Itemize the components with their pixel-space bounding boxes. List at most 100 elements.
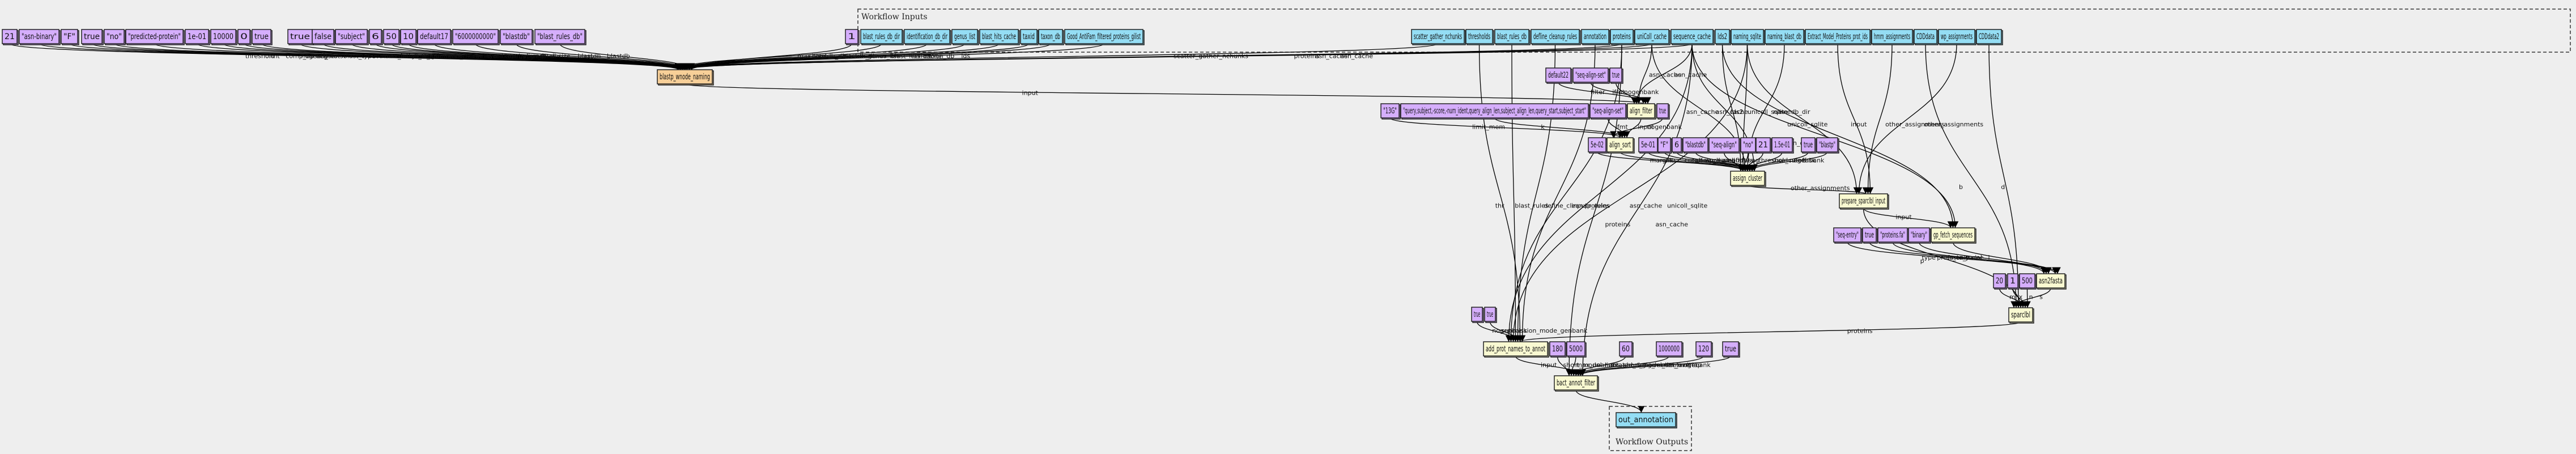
param-node-p_seqalignset2[interactable]: "seq-align-set" <box>1589 103 1627 120</box>
param-node-p_seqalign[interactable]: "seq-align" <box>1708 137 1741 154</box>
param-node-p_true5[interactable]: true <box>1656 103 1670 120</box>
param-node-p_predprot[interactable]: "predicted-protein" <box>125 29 185 45</box>
io-node-in_lds2[interactable]: lds2 <box>1715 29 1731 45</box>
param-node-p_21a[interactable]: 21 <box>2 29 19 45</box>
param-node-p_1e01[interactable]: 1e-01 <box>185 29 210 45</box>
step-node-s_blastp[interactable]: blastp_wnode_naming <box>657 69 714 86</box>
param-node-p_1[interactable]: 1 <box>845 29 860 45</box>
io-node-in_thresholds[interactable]: thresholds <box>1465 29 1494 45</box>
param-node-p_true6[interactable]: true <box>1801 137 1817 154</box>
io-node-out_annotation[interactable]: out_annotation <box>1616 412 1677 428</box>
param-node-p_default17[interactable]: default17 <box>417 29 452 45</box>
param-node-p_120[interactable]: 120 <box>1695 341 1713 358</box>
edge-label: asn_cache <box>1630 202 1663 209</box>
step-node-s_bactfilter[interactable]: bact_annot_filter <box>1554 375 1599 392</box>
io-node-in_blast_rules_db[interactable]: blast_rules_db <box>1494 29 1531 45</box>
param-node-p_5000[interactable]: 5000 <box>1566 341 1587 358</box>
param-node-p_blastdb1[interactable]: "blastdb" <box>500 29 534 45</box>
workflow-outputs-title: Workflow Outputs <box>1616 438 1688 447</box>
param-node-p_sortkeys[interactable]: "query,subject,-score,-num_ident,query_a… <box>1400 103 1590 120</box>
step-node-s_sparclbl[interactable]: sparclbl <box>2008 307 2034 324</box>
param-node-p_binary[interactable]: "binary" <box>1908 227 1931 244</box>
param-node-p_20[interactable]: 20 <box>1993 273 2007 290</box>
edge-label: blast_hits_cache <box>891 52 942 60</box>
step-node-s_align_filter[interactable]: align_filter <box>1627 103 1656 120</box>
param-node-p_6a[interactable]: 6 <box>369 29 383 45</box>
node-box <box>1682 137 1708 152</box>
param-node-p_180[interactable]: 180 <box>1549 341 1567 358</box>
param-node-p_1000000[interactable]: 1000000 <box>1656 341 1684 358</box>
step-node-s_asn2fasta[interactable]: asn2fasta <box>2036 273 2067 290</box>
param-node-p_asnbin[interactable]: "asn-binary" <box>19 29 61 45</box>
param-node-p_15e01[interactable]: 1.5e-01 <box>1771 137 1794 154</box>
param-node-p_blastdb2[interactable]: "blastdb" <box>1682 137 1710 154</box>
param-node-p_seqentry[interactable]: "seq-entry" <box>1833 227 1863 244</box>
io-node-in_hmm[interactable]: hmm_assignments <box>1871 29 1914 45</box>
param-node-p_5e02[interactable]: 5e-02 <box>1588 137 1608 154</box>
param-node-p_no2[interactable]: "no" <box>1740 137 1757 154</box>
io-node-in_extract[interactable]: Extract_Model_Proteins_prot_ids <box>1805 29 1872 45</box>
io-node-in_identification_db_dir[interactable]: identification_db_dir <box>904 29 951 45</box>
param-node-p_blastp[interactable]: "blastp" <box>1816 137 1839 154</box>
edge-label: unicoll_sqlite <box>1667 202 1708 209</box>
node-label: "13G" <box>1383 107 1397 116</box>
param-node-p_true2[interactable]: true <box>252 29 273 45</box>
node-label: true <box>290 32 310 41</box>
param-node-p_10[interactable]: 10 <box>400 29 418 45</box>
step-node-s_gpfetch[interactable]: gp_fetch_sequences <box>1931 227 1976 244</box>
io-node-in_blast_rules_db_dir[interactable]: blast_rules_db_dir <box>860 29 904 45</box>
io-node-in_naming_blast_db[interactable]: naming_blast_db <box>1765 29 1805 45</box>
param-node-p_true3[interactable]: true <box>287 29 314 45</box>
io-node-in_taxid[interactable]: taxid <box>1020 29 1039 45</box>
node-box <box>1038 29 1063 44</box>
param-node-p_1b[interactable]: 1 <box>2007 273 2020 290</box>
node-box <box>1730 171 1765 186</box>
param-node-p_F2[interactable]: "F" <box>1657 137 1672 154</box>
io-node-in_proteins[interactable]: proteins <box>1610 29 1635 45</box>
param-node-p_protfa[interactable]: "proteins.fa" <box>1877 227 1909 244</box>
param-node-p_0[interactable]: 0 <box>237 29 252 45</box>
param-node-p_false[interactable]: false <box>312 29 335 45</box>
io-node-in_cdd2[interactable]: CDDdata2 <box>1976 29 2003 45</box>
param-node-p_5e01[interactable]: 5e-01 <box>1638 137 1659 154</box>
io-node-in_naming_sqlite[interactable]: naming_sqlite <box>1731 29 1765 45</box>
param-node-p_true1[interactable]: true <box>81 29 104 45</box>
io-node-in_unicoll[interactable]: uniColl_cache <box>1634 29 1670 45</box>
node-label: "no" <box>107 32 122 41</box>
step-node-s_assign_cluster[interactable]: assign_cluster <box>1730 171 1766 187</box>
param-node-p_50[interactable]: 50 <box>383 29 401 45</box>
param-node-p_13G[interactable]: "13G" <box>1380 103 1401 120</box>
param-node-p_6b[interactable]: 6 <box>1672 137 1683 154</box>
io-node-in_wp[interactable]: wp_assignments <box>1938 29 1976 45</box>
param-node-p_true4[interactable]: true <box>1609 67 1623 84</box>
param-node-p_true7[interactable]: true <box>1862 227 1878 244</box>
step-node-s_align_sort[interactable]: align_sort <box>1606 137 1635 154</box>
io-node-in_defline[interactable]: defline_cleanup_rules <box>1531 29 1581 45</box>
param-node-p_no1[interactable]: "no" <box>104 29 126 45</box>
param-node-p_true10[interactable]: true <box>1722 341 1740 358</box>
param-node-p_subject[interactable]: "subject" <box>335 29 369 45</box>
io-node-in_blast_hits_cache[interactable]: blast_hits_cache <box>979 29 1020 45</box>
param-node-p_21b[interactable]: 21 <box>1755 137 1772 154</box>
param-node-p_true8[interactable]: true <box>1471 307 1484 323</box>
param-node-p_F1[interactable]: "F" <box>61 29 79 45</box>
io-node-in_scatter[interactable]: scatter_gather_nchunks <box>1411 29 1466 45</box>
param-node-p_60[interactable]: 60 <box>1619 341 1634 358</box>
param-node-p_true9[interactable]: true <box>1484 307 1497 323</box>
param-node-p_500[interactable]: 500 <box>2019 273 2037 290</box>
io-node-in_genus_list[interactable]: genus_list <box>951 29 979 45</box>
io-node-in_gilist[interactable]: Good_AntiFam_filtered_proteins_gilist <box>1064 29 1145 45</box>
edge-in_blast_hits_cache-to-s_blastp <box>681 43 1000 70</box>
io-node-in_cdd[interactable]: CDDdata <box>1914 29 1939 45</box>
param-node-p_10000[interactable]: 10000 <box>210 29 237 45</box>
param-node-p_default22[interactable]: default22 <box>1545 67 1572 84</box>
io-node-in_seqcache[interactable]: sequence_cache <box>1670 29 1715 45</box>
step-node-s_addprot[interactable]: add_prot_names_to_annot <box>1483 341 1549 358</box>
io-node-in_taxon_db[interactable]: taxon_db <box>1038 29 1064 45</box>
io-node-in_annotation[interactable]: annotation <box>1581 29 1610 45</box>
node-label: bact_annot_filter <box>1557 379 1595 388</box>
param-node-p_6e9[interactable]: "6000000000" <box>452 29 500 45</box>
param-node-p_blastrulesdb[interactable]: "blast_rules_db" <box>534 29 586 45</box>
step-node-s_prepare[interactable]: prepare_sparclbl_input <box>1839 193 1889 210</box>
param-node-p_seqalignset1[interactable]: "seq-align-set" <box>1572 67 1610 84</box>
